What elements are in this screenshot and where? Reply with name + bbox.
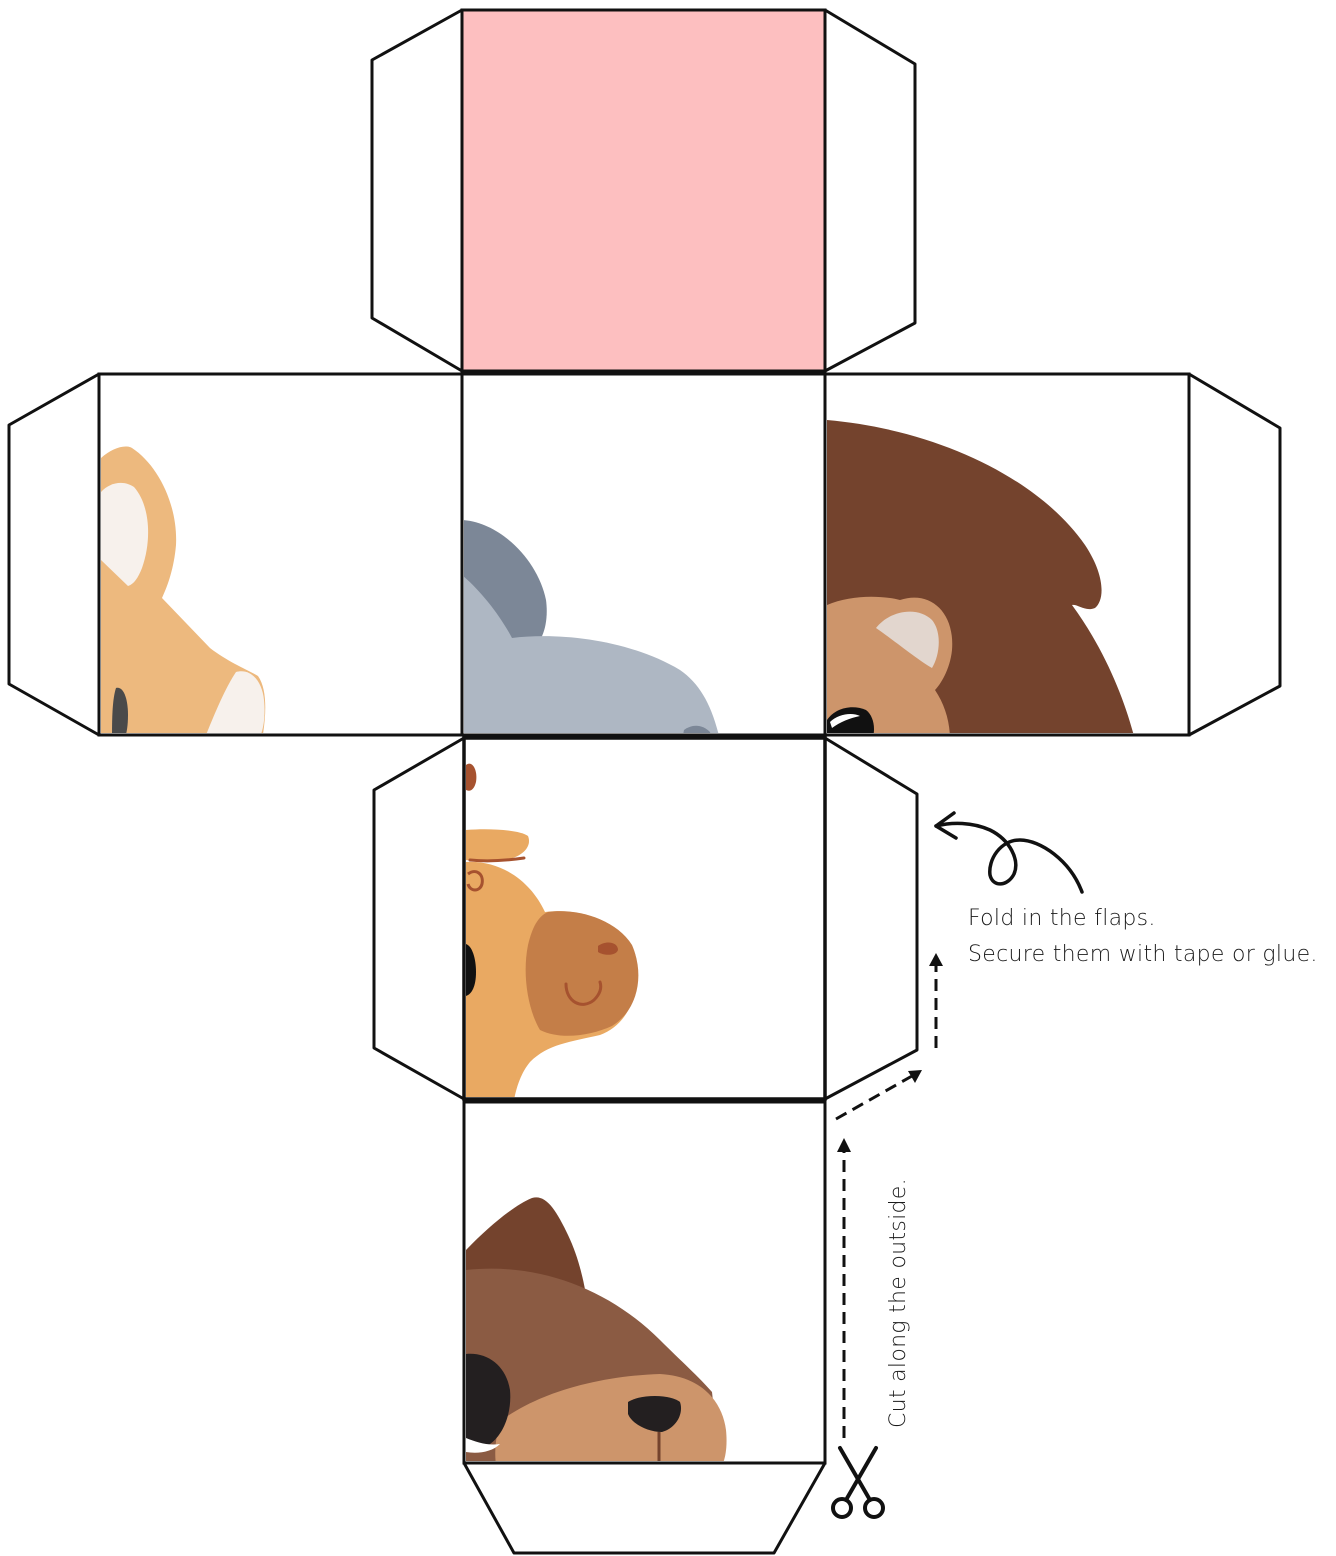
flap-lower-left xyxy=(374,738,464,1099)
giraffe-nostril xyxy=(598,943,618,955)
face-center-elephant xyxy=(462,374,825,740)
flap-bottom xyxy=(464,1463,825,1553)
face-top-pink xyxy=(462,10,825,371)
flap-left-outer xyxy=(9,374,99,735)
face-right-lion xyxy=(825,374,1189,740)
curly-arrow-icon xyxy=(936,813,1082,892)
face-left-cat xyxy=(99,374,462,740)
flap-top-left xyxy=(372,10,462,371)
cut-instruction: Cut along the outside. xyxy=(886,1178,911,1428)
face-lower-giraffe xyxy=(464,738,825,1100)
flap-right-outer xyxy=(1189,374,1280,735)
flap-top-right xyxy=(825,10,915,371)
fold-instruction-line-1: Fold in the flaps. xyxy=(968,901,1156,937)
face-bottom-bear xyxy=(464,1102,825,1465)
fold-instruction-line-2: Secure them with tape or glue. xyxy=(968,937,1318,973)
flap-lower-right xyxy=(825,738,917,1099)
scissors-icon xyxy=(833,1448,883,1517)
